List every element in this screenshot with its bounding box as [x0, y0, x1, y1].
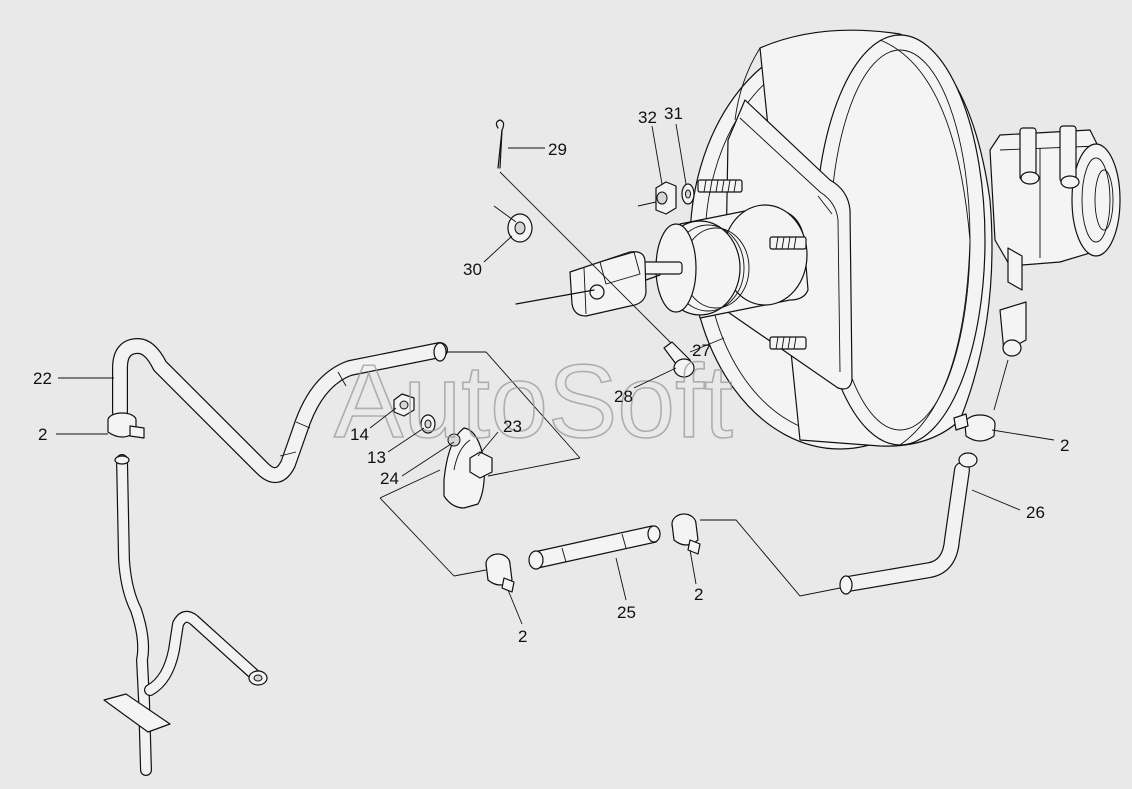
hose-clamp-right: [953, 413, 996, 442]
leader-frame-a: [379, 497, 455, 577]
nut-and-washer: [637, 181, 695, 215]
callout-2-left: 2: [38, 425, 47, 444]
clevis-assembly: [515, 251, 661, 317]
leader-axis-pin: [499, 171, 673, 345]
hose-clamp-mid-right: [671, 513, 701, 555]
clevis-pin: [663, 341, 695, 378]
callouts: 29 32 31 30 27 28 22 2 14 13 23 24 2 26 …: [33, 104, 1069, 646]
brake-booster: [633, 29, 1121, 450]
callout-27: 27: [692, 341, 711, 360]
callout-31: 31: [664, 104, 683, 123]
vacuum-pipe: [103, 454, 268, 776]
clevis-hole: [589, 284, 605, 300]
vacuum-hose-22: [112, 338, 448, 483]
callout-32: 32: [638, 108, 657, 127]
callout-14: 14: [350, 425, 369, 444]
watermark: AutoSoft: [334, 344, 733, 460]
callout-26: 26: [1026, 503, 1045, 522]
callout-24: 24: [380, 469, 399, 488]
hose-clamp-left: [107, 412, 145, 439]
callout-13: 13: [367, 448, 386, 467]
cotter-pin: [495, 119, 505, 169]
mounting-stud-lower: [769, 336, 807, 350]
mounting-stud-upper: [697, 179, 743, 193]
callout-25: 25: [617, 603, 636, 622]
nut-14: [393, 393, 415, 417]
washer: [493, 205, 533, 243]
vacuum-hose-26: [839, 452, 978, 595]
callout-23: 23: [503, 417, 522, 436]
callout-2-mid: 2: [694, 585, 703, 604]
pipe-bracket: [103, 693, 171, 733]
connector-pipe-25: [528, 525, 661, 570]
callout-29: 29: [548, 140, 567, 159]
callout-28: 28: [614, 387, 633, 406]
callout-2-right: 2: [1060, 436, 1069, 455]
washer-13: [420, 414, 436, 434]
callout-30: 30: [463, 260, 482, 279]
callout-2-bottom: 2: [518, 627, 527, 646]
callout-22: 22: [33, 369, 52, 388]
mounting-stud-mid: [769, 236, 807, 250]
bolt-23: [469, 451, 493, 479]
leader-lines: [56, 123, 1055, 625]
hose-clamp-mid-left: [485, 553, 515, 593]
